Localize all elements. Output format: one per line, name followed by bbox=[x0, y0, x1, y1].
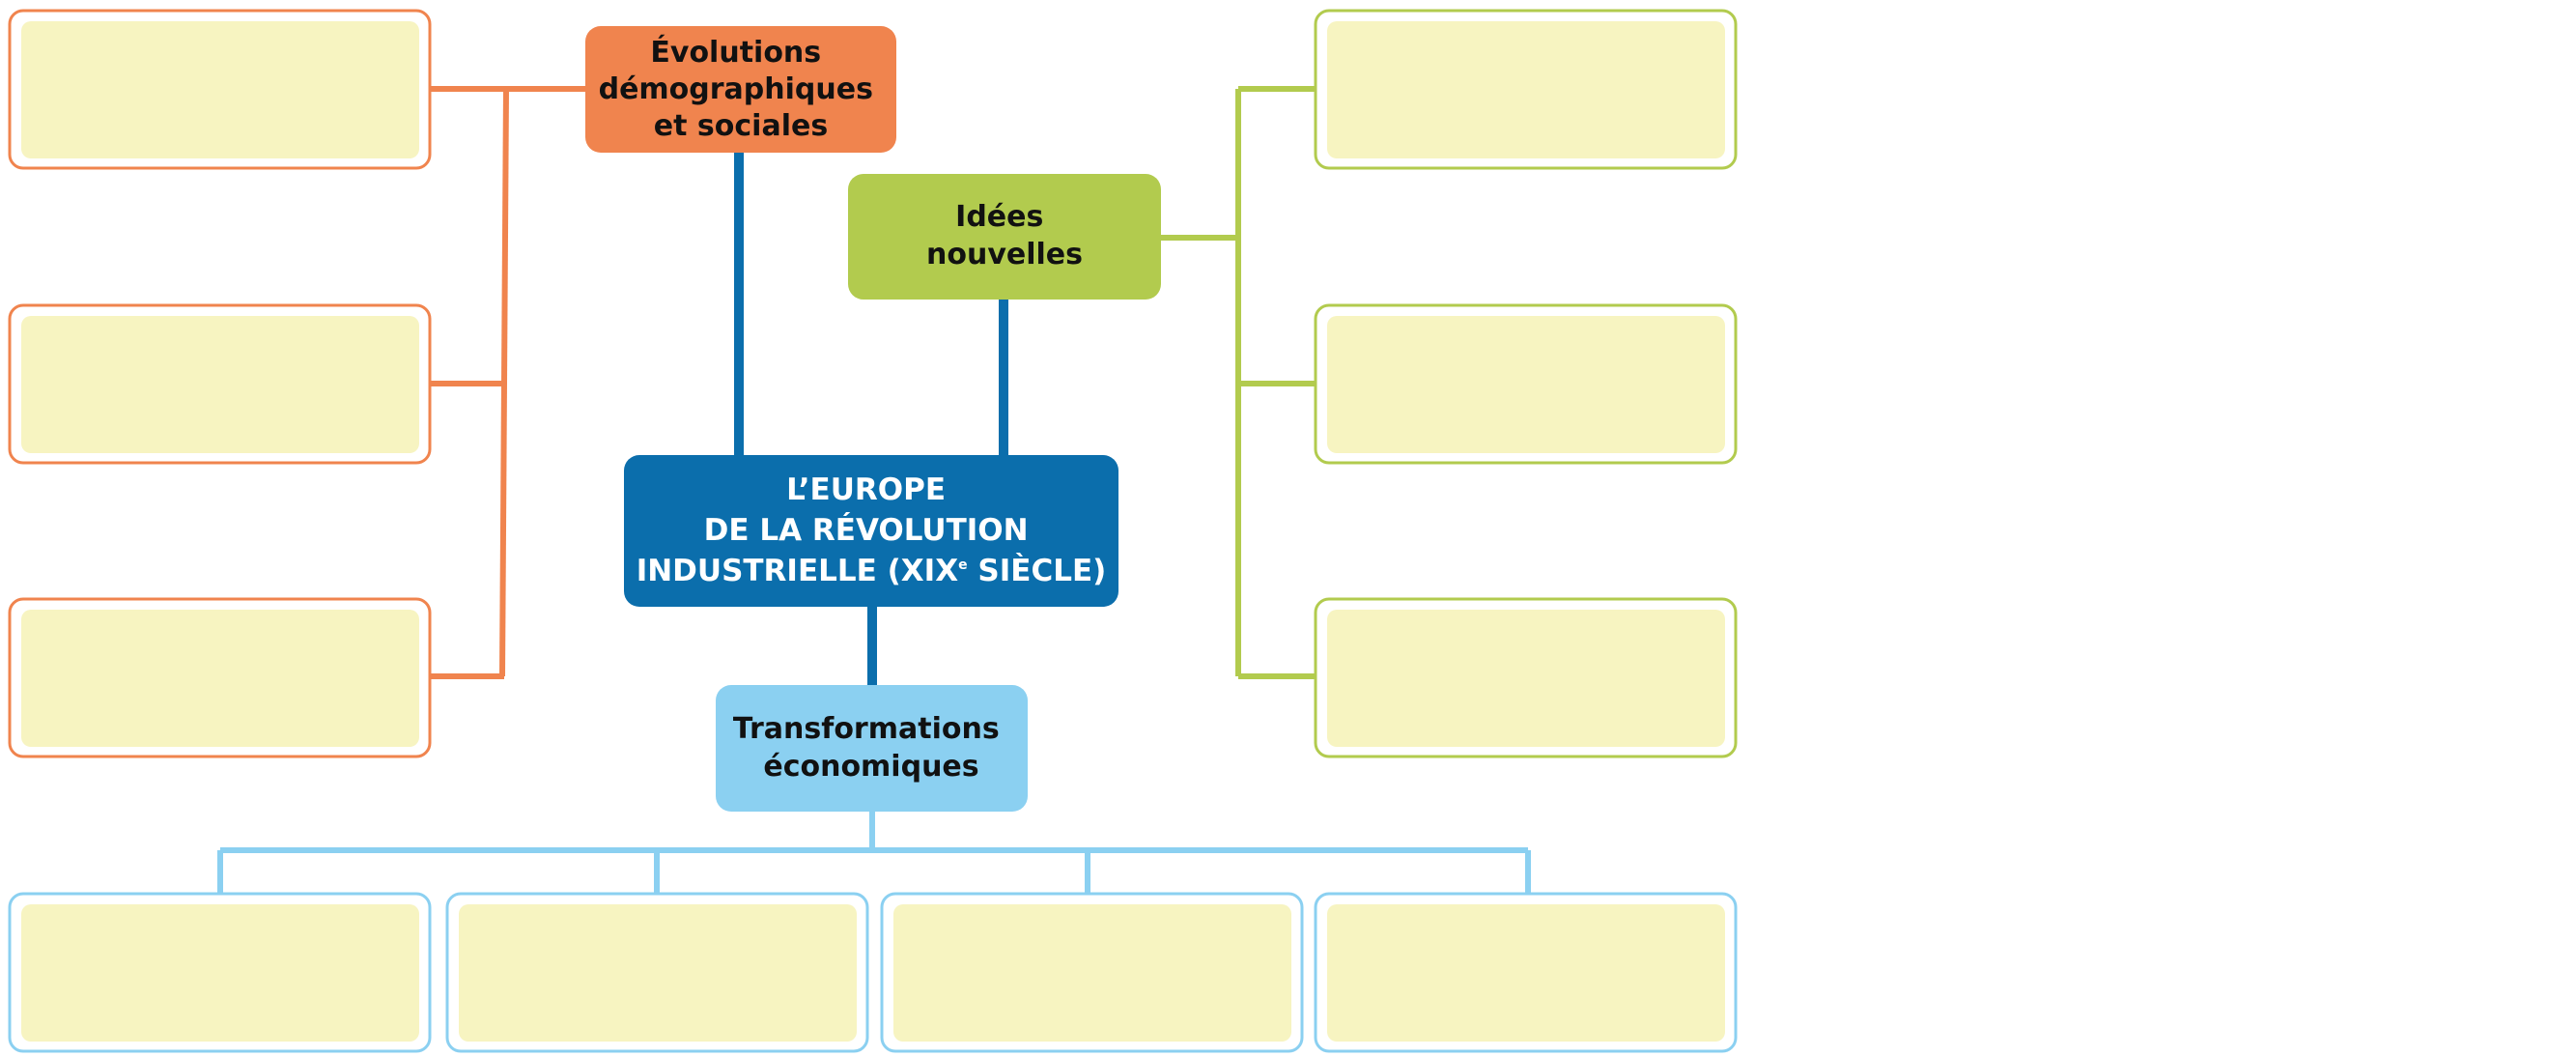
svg-text:Idées nouvelles: Idées nouvelles bbox=[926, 200, 1083, 271]
placeholder-box[interactable] bbox=[8, 892, 432, 1053]
placeholder-box[interactable] bbox=[880, 892, 1304, 1053]
node-center-line-2: DE LA RÉVOLUTION bbox=[704, 513, 1029, 548]
blue-tree bbox=[217, 810, 1531, 894]
orange-placeholders bbox=[8, 9, 432, 758]
placeholder-box[interactable] bbox=[1314, 892, 1738, 1053]
node-center-box bbox=[624, 455, 1118, 607]
node-economic-box bbox=[716, 685, 1028, 812]
svg-text:Transformations économiq: Transformations économiques bbox=[733, 712, 1009, 784]
placeholder-box[interactable] bbox=[1314, 9, 1738, 170]
node-demographic-line-1: Évolutions bbox=[650, 35, 821, 70]
connectors bbox=[217, 86, 1531, 894]
placeholder-box[interactable] bbox=[8, 597, 432, 758]
placeholder-box[interactable] bbox=[1314, 597, 1738, 758]
node-center: L’EUROPE DE LA RÉVOLUTION INDUSTRIELLE (… bbox=[624, 455, 1118, 607]
node-center-line-3: INDUSTRIELLE (XIXe SIÈCLE) bbox=[637, 554, 1107, 588]
svg-text:Évolutions démographique: Évolutions démographiques et sociales bbox=[599, 35, 884, 143]
node-demographic-box bbox=[585, 26, 896, 153]
node-economic: Transformations économiques bbox=[716, 685, 1028, 812]
node-ideas-line-1: Idées bbox=[955, 200, 1043, 234]
blue-placeholders bbox=[8, 892, 1738, 1053]
node-demographic: Évolutions démographiques et sociales bbox=[585, 26, 896, 153]
svg-text:L’EUROPE DE LA RÉVOLUTIO: L’EUROPE DE LA RÉVOLUTION INDUSTRIELLE (… bbox=[637, 472, 1107, 588]
placeholder-box[interactable] bbox=[8, 9, 432, 170]
node-ideas-line-2: nouvelles bbox=[926, 238, 1083, 271]
node-center-superscript: e bbox=[958, 557, 968, 573]
node-center-line-3-tail: SIÈCLE) bbox=[968, 554, 1107, 588]
green-bracket bbox=[1161, 86, 1316, 679]
node-center-line-1: L’EUROPE bbox=[786, 472, 946, 507]
orange-bracket bbox=[430, 86, 585, 679]
node-economic-line-2: économiques bbox=[763, 750, 978, 784]
placeholder-box[interactable] bbox=[445, 892, 869, 1053]
node-demographic-line-3: et sociales bbox=[654, 109, 828, 143]
node-ideas: Idées nouvelles bbox=[848, 174, 1161, 300]
node-demographic-line-2: démographiques bbox=[599, 72, 873, 106]
green-placeholders bbox=[1314, 9, 1738, 758]
node-economic-line-1: Transformations bbox=[733, 712, 1000, 746]
placeholder-box[interactable] bbox=[8, 303, 432, 465]
node-ideas-box bbox=[848, 174, 1161, 300]
placeholder-box[interactable] bbox=[1314, 303, 1738, 465]
